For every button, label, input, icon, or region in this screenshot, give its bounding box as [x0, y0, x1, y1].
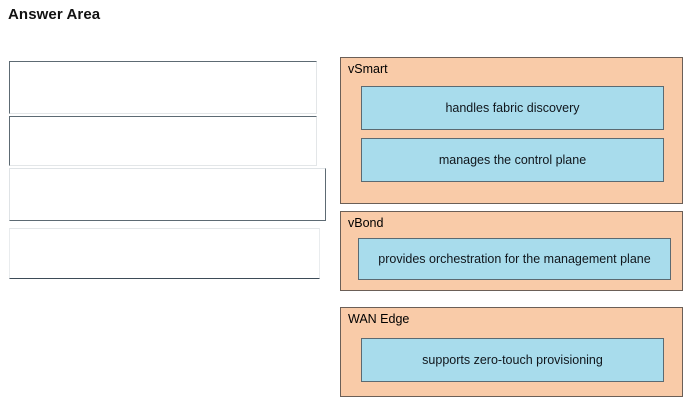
option-supports-zero-touch-provisioning[interactable]: supports zero-touch provisioning [361, 338, 664, 382]
option-manages-the-control-plane[interactable]: manages the control plane [361, 138, 664, 182]
category-label-vsmart: vSmart [348, 62, 388, 76]
answer-slot-4[interactable] [9, 228, 320, 279]
answer-slot-3[interactable] [9, 168, 326, 221]
category-panel-group: vSmart handles fabric discovery manages … [340, 0, 700, 404]
category-panel-vsmart: vSmart handles fabric discovery manages … [340, 57, 683, 204]
category-label-wan-edge: WAN Edge [348, 312, 410, 326]
category-panel-vbond: vBond provides orchestration for the man… [340, 211, 683, 291]
option-provides-orchestration-for-the-management-plane[interactable]: provides orchestration for the managemen… [358, 238, 671, 280]
option-handles-fabric-discovery[interactable]: handles fabric discovery [361, 86, 664, 130]
answer-slot-2[interactable] [9, 116, 317, 166]
answer-slot-group [0, 0, 340, 404]
category-label-vbond: vBond [348, 216, 384, 230]
page-title: Answer Area [8, 6, 101, 23]
category-panel-wan-edge: WAN Edge supports zero-touch provisionin… [340, 307, 683, 397]
answer-slot-1[interactable] [9, 61, 317, 114]
